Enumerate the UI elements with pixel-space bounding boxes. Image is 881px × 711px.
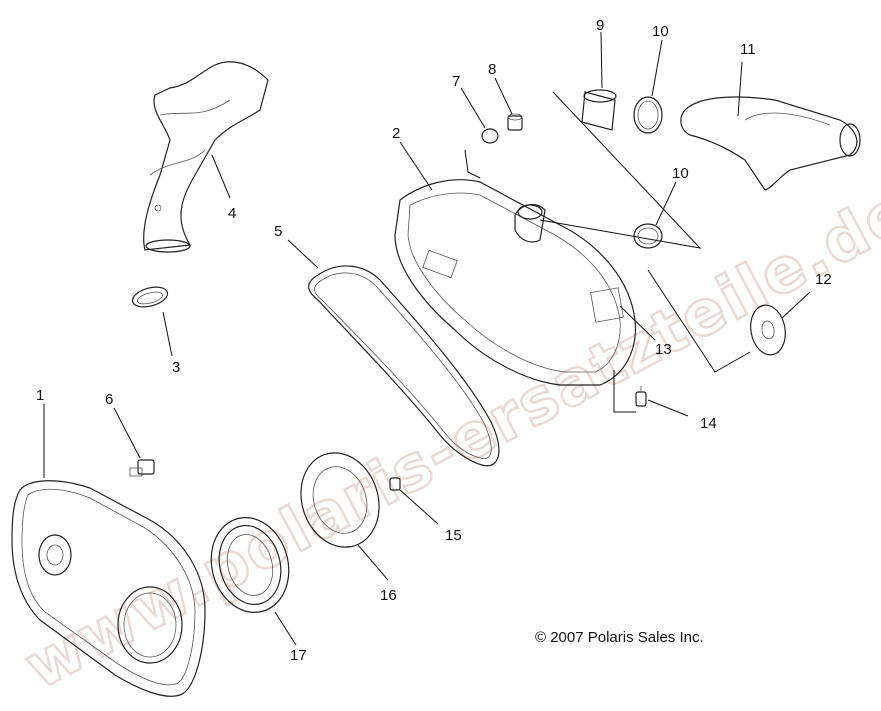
callout-7: 7 [452, 73, 460, 90]
part-8-plug [507, 113, 523, 131]
callout-14: 14 [700, 415, 717, 432]
leader-lines [43, 31, 811, 646]
part-15-screw [389, 477, 401, 491]
callout-12: 12 [815, 271, 832, 288]
callout-9: 9 [596, 17, 604, 34]
callout-5: 5 [274, 223, 282, 240]
watermark-text: www.polaris-ersatzteile.de [13, 173, 881, 703]
part-6-bolt [129, 459, 155, 477]
callout-6: 6 [105, 391, 113, 408]
part-1-outer-cover [11, 480, 206, 697]
callout-8: 8 [488, 61, 496, 78]
part-14-bolt [635, 386, 647, 407]
part-10-clamp-lower [633, 223, 663, 249]
callout-13: 13 [655, 341, 672, 358]
part-5-drive-belt [308, 265, 500, 467]
part-11-outlet-duct [680, 96, 861, 191]
callout-15: 15 [445, 527, 462, 544]
callout-3: 3 [172, 359, 180, 376]
callout-1: 1 [36, 387, 44, 404]
part-7-o-ring [481, 128, 499, 144]
part-9-coupler [581, 89, 617, 131]
part-16-plate [300, 452, 380, 548]
part-2-inner-housing [394, 179, 637, 386]
part-3-clamp [131, 286, 169, 308]
callout-2: 2 [392, 125, 400, 142]
callout-labels: 1 2 3 4 5 6 7 8 9 10 10 11 12 13 14 15 1… [36, 17, 832, 664]
part-10-clamp-upper [633, 96, 663, 134]
callout-10b: 10 [672, 165, 689, 182]
part-12-washer [750, 304, 786, 356]
part-4-intake-duct [143, 61, 269, 253]
callout-4: 4 [228, 205, 236, 222]
callout-11: 11 [740, 41, 756, 58]
part-17-seal [210, 517, 290, 613]
callout-17: 17 [290, 647, 307, 664]
callout-10a: 10 [652, 23, 669, 40]
callout-16: 16 [380, 587, 397, 604]
copyright-notice: © 2007 Polaris Sales Inc. [535, 629, 704, 646]
